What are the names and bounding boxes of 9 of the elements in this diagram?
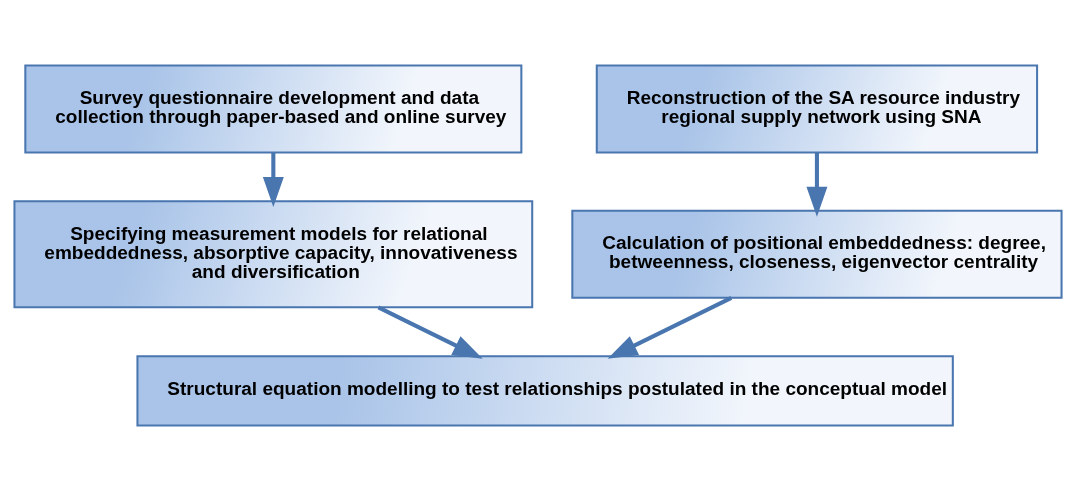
node-box: Specifying measurement models for relational embeddedness, absorptive capacity, innovativeness and diversification <box>13 200 534 309</box>
node-box: Calculation of positional embeddedness: degree, betweenness, closeness, eigenvector centrality <box>571 209 1063 299</box>
arrow <box>262 152 284 208</box>
arrow <box>806 152 828 217</box>
node-box: Survey questionnaire development and data collection through paper-based and online survey <box>24 64 523 154</box>
arrow <box>377 305 483 359</box>
node-box: Reconstruction of the SA resource industry regional supply network using SNA <box>595 64 1039 154</box>
node-box: Structural equation modelling to test relationships postulated in the conceptual model <box>136 355 954 427</box>
arrow <box>607 296 733 359</box>
